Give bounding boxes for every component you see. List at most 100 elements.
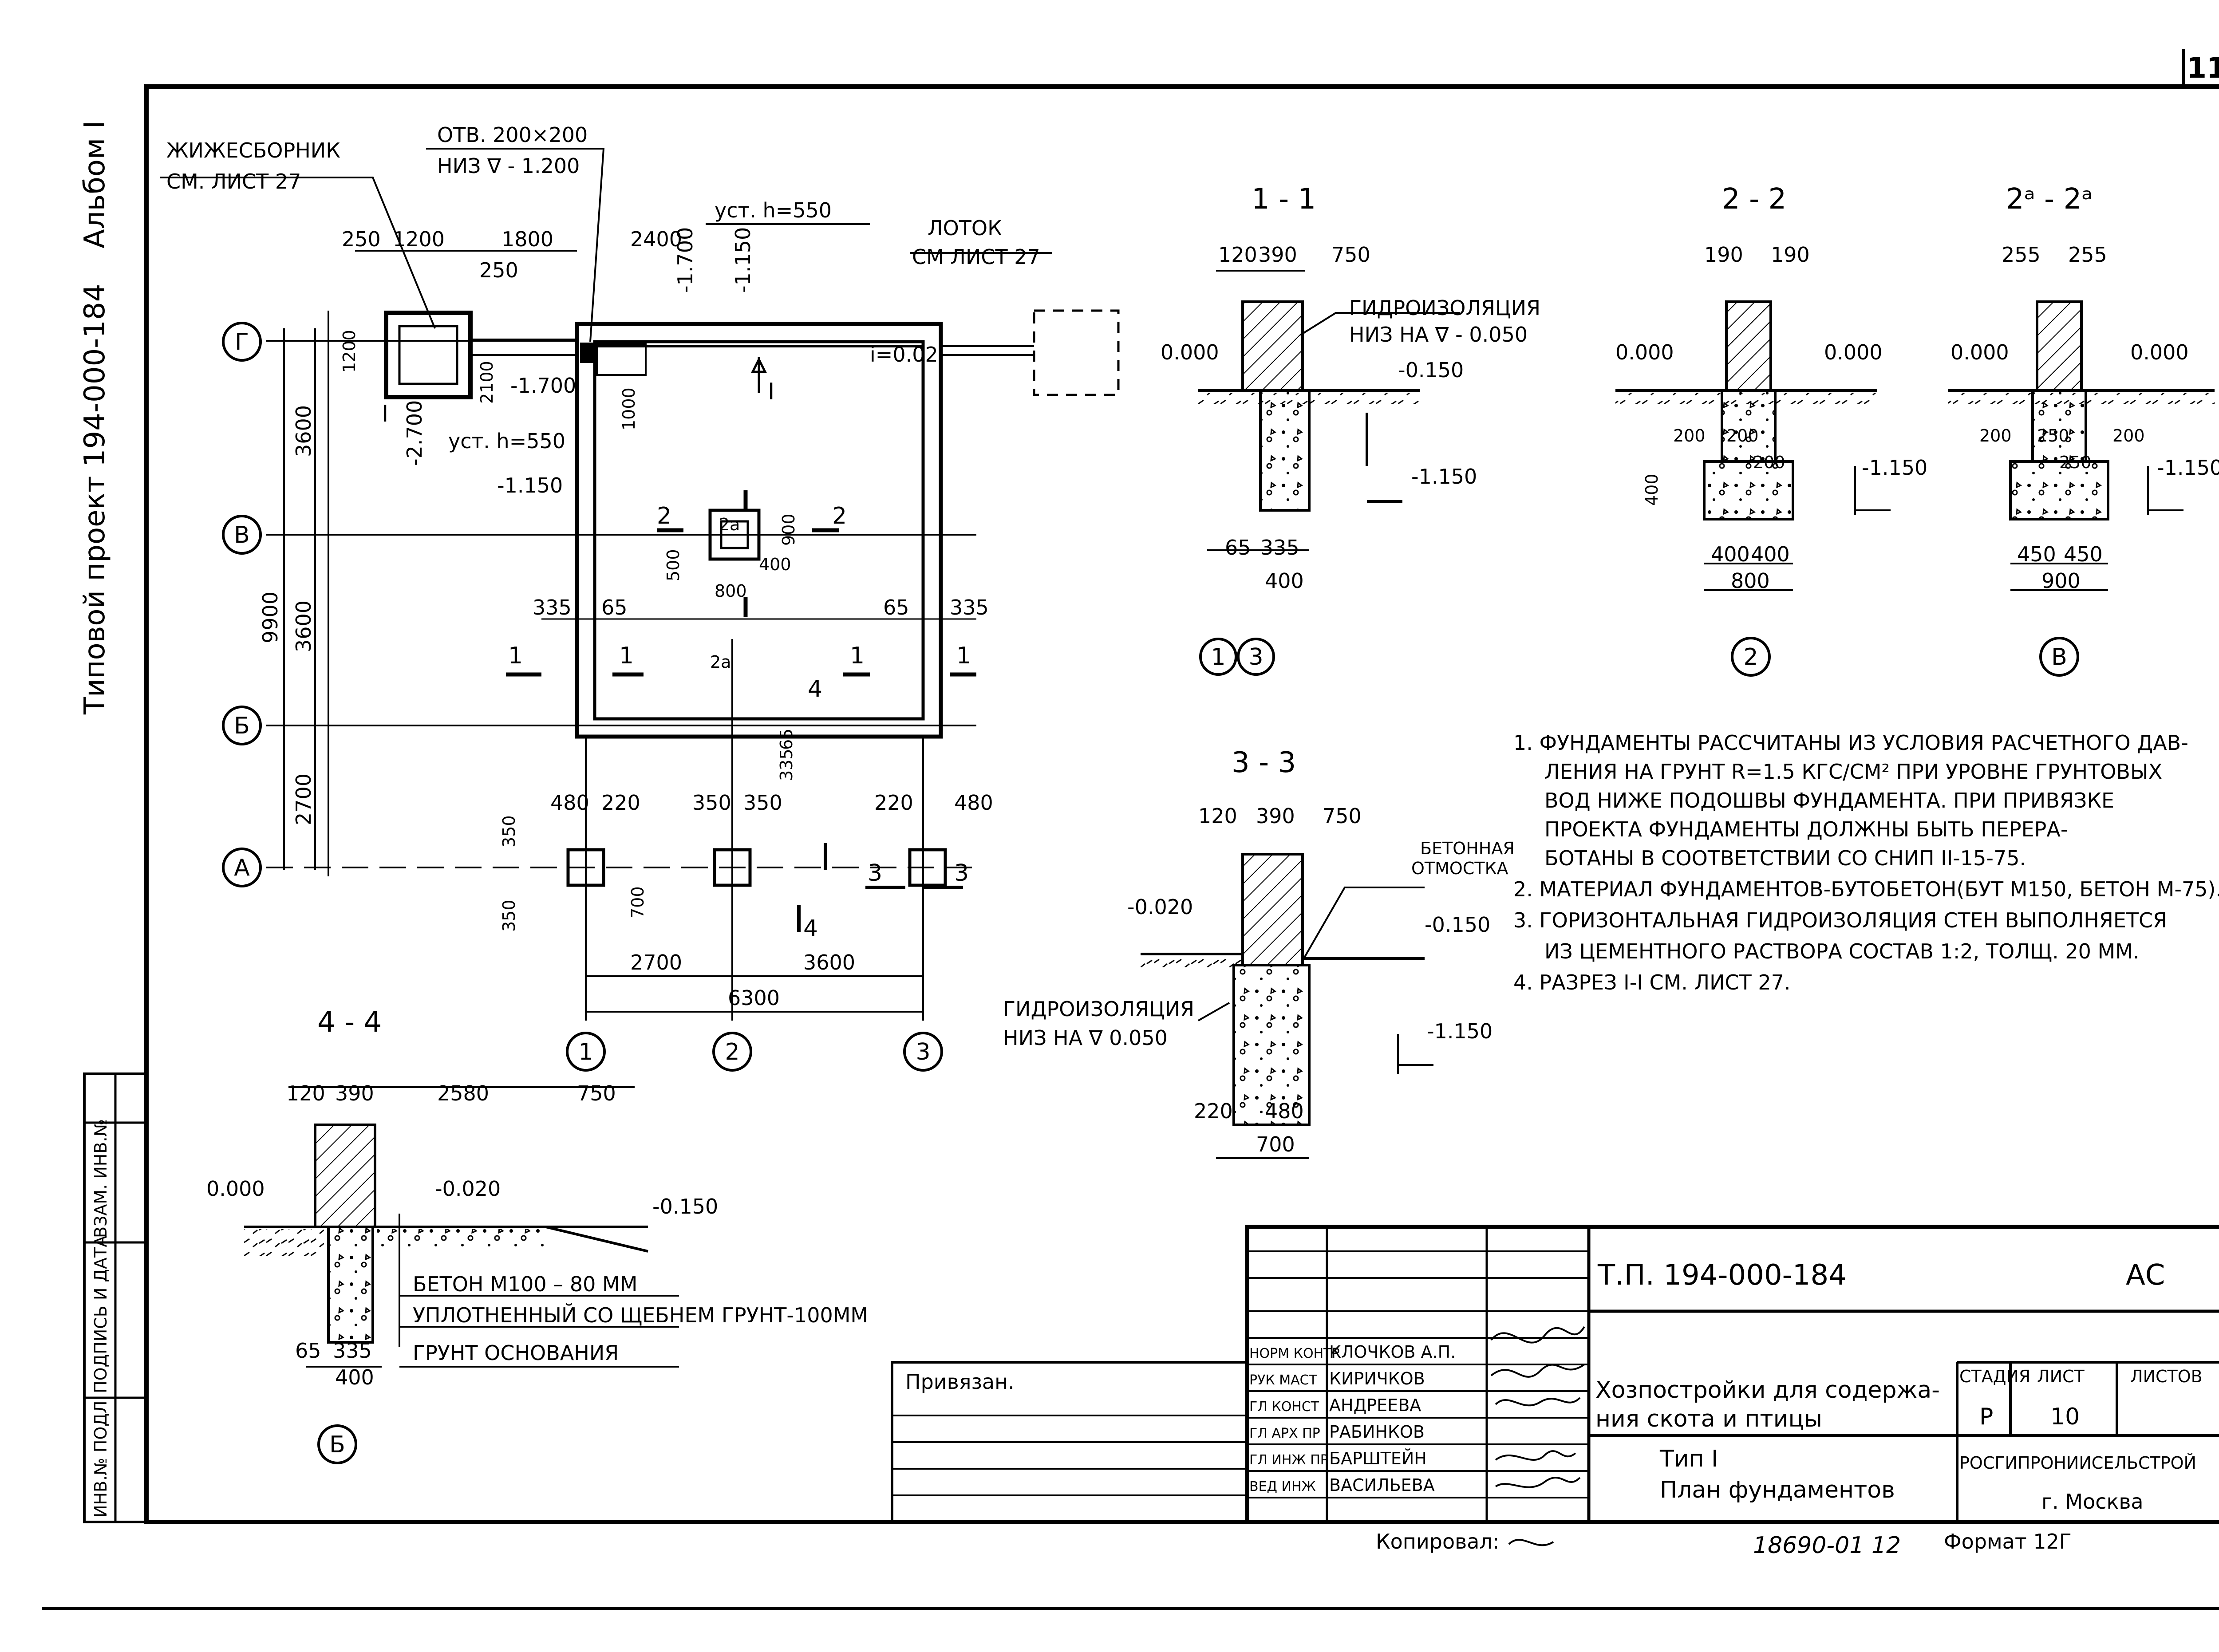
s22-dim-2: 190 (1771, 243, 1810, 267)
plan-axes (222, 322, 943, 1072)
s22-level-3: -1.150 (1862, 456, 1927, 480)
plan-dim-left-1: 3600 (292, 405, 316, 457)
s44-dim-1: 120 (286, 1081, 325, 1105)
plan-dim-m19: 480 (954, 791, 993, 815)
s11-level-2: -0.150 (1398, 358, 1464, 382)
cut-2b: 2 (832, 503, 847, 529)
s44-dim-4: 750 (577, 1081, 616, 1105)
album-label: Альбом I (79, 120, 111, 248)
s33-callout-4: НИЗ НА ∇ 0.050 (1003, 1026, 1168, 1050)
s11-callout-2: НИЗ НА ∇ - 0.050 (1349, 323, 1528, 347)
s22-dim-3: 200 (1673, 426, 1706, 446)
s2a-dim-6: 250 (2059, 453, 2092, 472)
plan-dim-m25: 6300 (728, 986, 780, 1010)
s44-axis-bubble (317, 1424, 357, 1464)
note-line-1: 1. ФУНДАМЕНТЫ РАССЧИТАНЫ ИЗ УСЛОВИЯ РАСЧ… (1513, 731, 2188, 755)
s44-dim-6: 335 (333, 1339, 372, 1363)
tb-city: г. Москва (2041, 1490, 2144, 1514)
s2a-dim-1: 255 (2002, 243, 2041, 267)
tb-sheet-header: ЛИСТ (2037, 1367, 2085, 1386)
section-3-3 (1141, 853, 1433, 1159)
s11-axes (1199, 638, 1275, 676)
tray-ref: СМ ЛИСТ 27 (912, 245, 1040, 269)
plan-dim-m7: 335 (950, 595, 989, 619)
tb-role-5: ГЛ ИНЖ ПР (1249, 1452, 1328, 1468)
cut-2a-bottom: 2a (710, 652, 731, 672)
s33-dim-6: 700 (1256, 1132, 1295, 1156)
s44-dim-5: 65 (295, 1339, 321, 1363)
s11-level-3: -1.150 (1411, 465, 1477, 489)
plan-dim-m12: 65 (777, 729, 796, 750)
s22-dim-1: 190 (1704, 243, 1743, 267)
s22-axis-bubble (1731, 637, 1771, 677)
title-block (891, 1225, 2219, 1524)
plan-level-2: -1.700 (673, 227, 697, 293)
section-2a-2a-title: 2ᵃ - 2ᵃ (2006, 183, 2093, 216)
tb-mark: АС (2126, 1259, 2165, 1292)
signature-scribbles (1490, 1326, 1585, 1546)
plan-dim-left-4: 2700 (292, 773, 316, 825)
s44-layer-3: ГРУНТ ОСНОВАНИЯ (413, 1341, 619, 1365)
s33-dim-4: 220 (1194, 1099, 1233, 1123)
plan-dim-m9: 900 (779, 513, 798, 546)
note-line-5: БОТАНЫ В СООТВЕТСТВИИ СО СНИП II-15-75. (1544, 846, 2026, 870)
plan-dim-m21: 350 (499, 899, 519, 932)
section-2a-2a (1948, 300, 2215, 591)
section-4-4-title: 4 - 4 (317, 1006, 382, 1039)
s2a-dim-3: 200 (1979, 426, 2012, 446)
s22-dim-5: 200 (1753, 453, 1785, 472)
s2a-axis-bubble (2039, 637, 2079, 677)
plan-dim-m3: 1000 (619, 387, 639, 430)
axis-1: 1 (578, 1039, 593, 1065)
tb-name-4: РАБИНКОВ (1329, 1422, 1425, 1442)
tb-role-4: ГЛ АРХ ПР (1249, 1426, 1320, 1441)
collector-ref: СМ. ЛИСТ 27 (166, 170, 301, 193)
plan-dim-m2: 2100 (477, 361, 497, 404)
plan-level-5: -1.150 (731, 227, 755, 293)
strip-inv-label: ИНВ.№ ПОДЛ. (91, 1395, 111, 1518)
s11-dim-5: 335 (1260, 536, 1299, 560)
plan-level-1: -2.700 (403, 400, 426, 466)
plan-dim-m20: 350 (499, 815, 519, 848)
tb-stage: Р (1979, 1404, 1993, 1430)
tb-sheet: 10 (2050, 1404, 2080, 1430)
plan-dim-m1: 1200 (340, 330, 359, 373)
tb-name-3: АНДРЕЕВА (1329, 1396, 1421, 1415)
cut-4a: 4 (808, 676, 822, 702)
cut-4b: 4 (803, 915, 818, 942)
tb-description-2: ния скота и птицы (1595, 1406, 1822, 1432)
s44-level-3: -0.150 (652, 1195, 718, 1218)
s11-dim-2: 390 (1258, 243, 1297, 267)
tb-role-3: ГЛ КОНСТ (1249, 1399, 1319, 1415)
plan-dim-m6: 65 (883, 595, 909, 619)
plan-dim-top-2: 1200 (393, 227, 445, 251)
strip-replace-label: ВЗАМ. ИНВ.№ (91, 1119, 111, 1238)
tb-organization: РОСГИПРОНИИСЕЛЬСТРОЙ (1959, 1453, 2196, 1473)
s33-callout-2: ОТМОСТКА (1411, 859, 1508, 878)
s33-dim-2: 390 (1256, 804, 1295, 828)
project-side-title: Типовой проект 194-000-184 (79, 284, 111, 715)
plan-dim-m10: 800 (715, 581, 747, 601)
plan-dim-m14: 480 (550, 791, 589, 815)
section-3-3-title: 3 - 3 (1232, 746, 1296, 779)
s11-level-1: 0.000 (1161, 340, 1219, 364)
cut-2a: 2 (657, 503, 671, 529)
s11-axis-3: 3 (1248, 644, 1263, 670)
plan-dim-top-3: 1800 (501, 227, 553, 251)
note-line-6: 2. МАТЕРИАЛ ФУНДАМЕНТОВ-БУТОБЕТОН(БУТ М1… (1513, 877, 2219, 901)
note-line-7: 3. ГОРИЗОНТАЛЬНАЯ ГИДРОИЗОЛЯЦИЯ СТЕН ВЫП… (1513, 908, 2167, 932)
foundation-plan (160, 148, 1120, 1021)
s33-level-1: -0.020 (1127, 895, 1193, 919)
note-line-2: ЛЕНИЯ НА ГРУНТ R=1.5 КГС/СМ² ПРИ УРОВНЕ … (1544, 760, 2162, 784)
tb-format: Формат 12Г (1944, 1530, 2072, 1553)
tb-drawing-name: План фундаментов (1660, 1477, 1895, 1503)
plan-dim-left-2: 9900 (258, 591, 282, 643)
s44-dim-3: 2580 (437, 1081, 489, 1105)
tb-role-6: ВЕД ИНЖ (1249, 1479, 1316, 1494)
s22-dim-8: 400 (1751, 542, 1790, 566)
tb-name-6: ВАСИЛЬЕВА (1329, 1475, 1435, 1495)
plan-dim-m23: 2700 (630, 950, 682, 974)
s2a-level-1: 0.000 (1951, 340, 2009, 364)
